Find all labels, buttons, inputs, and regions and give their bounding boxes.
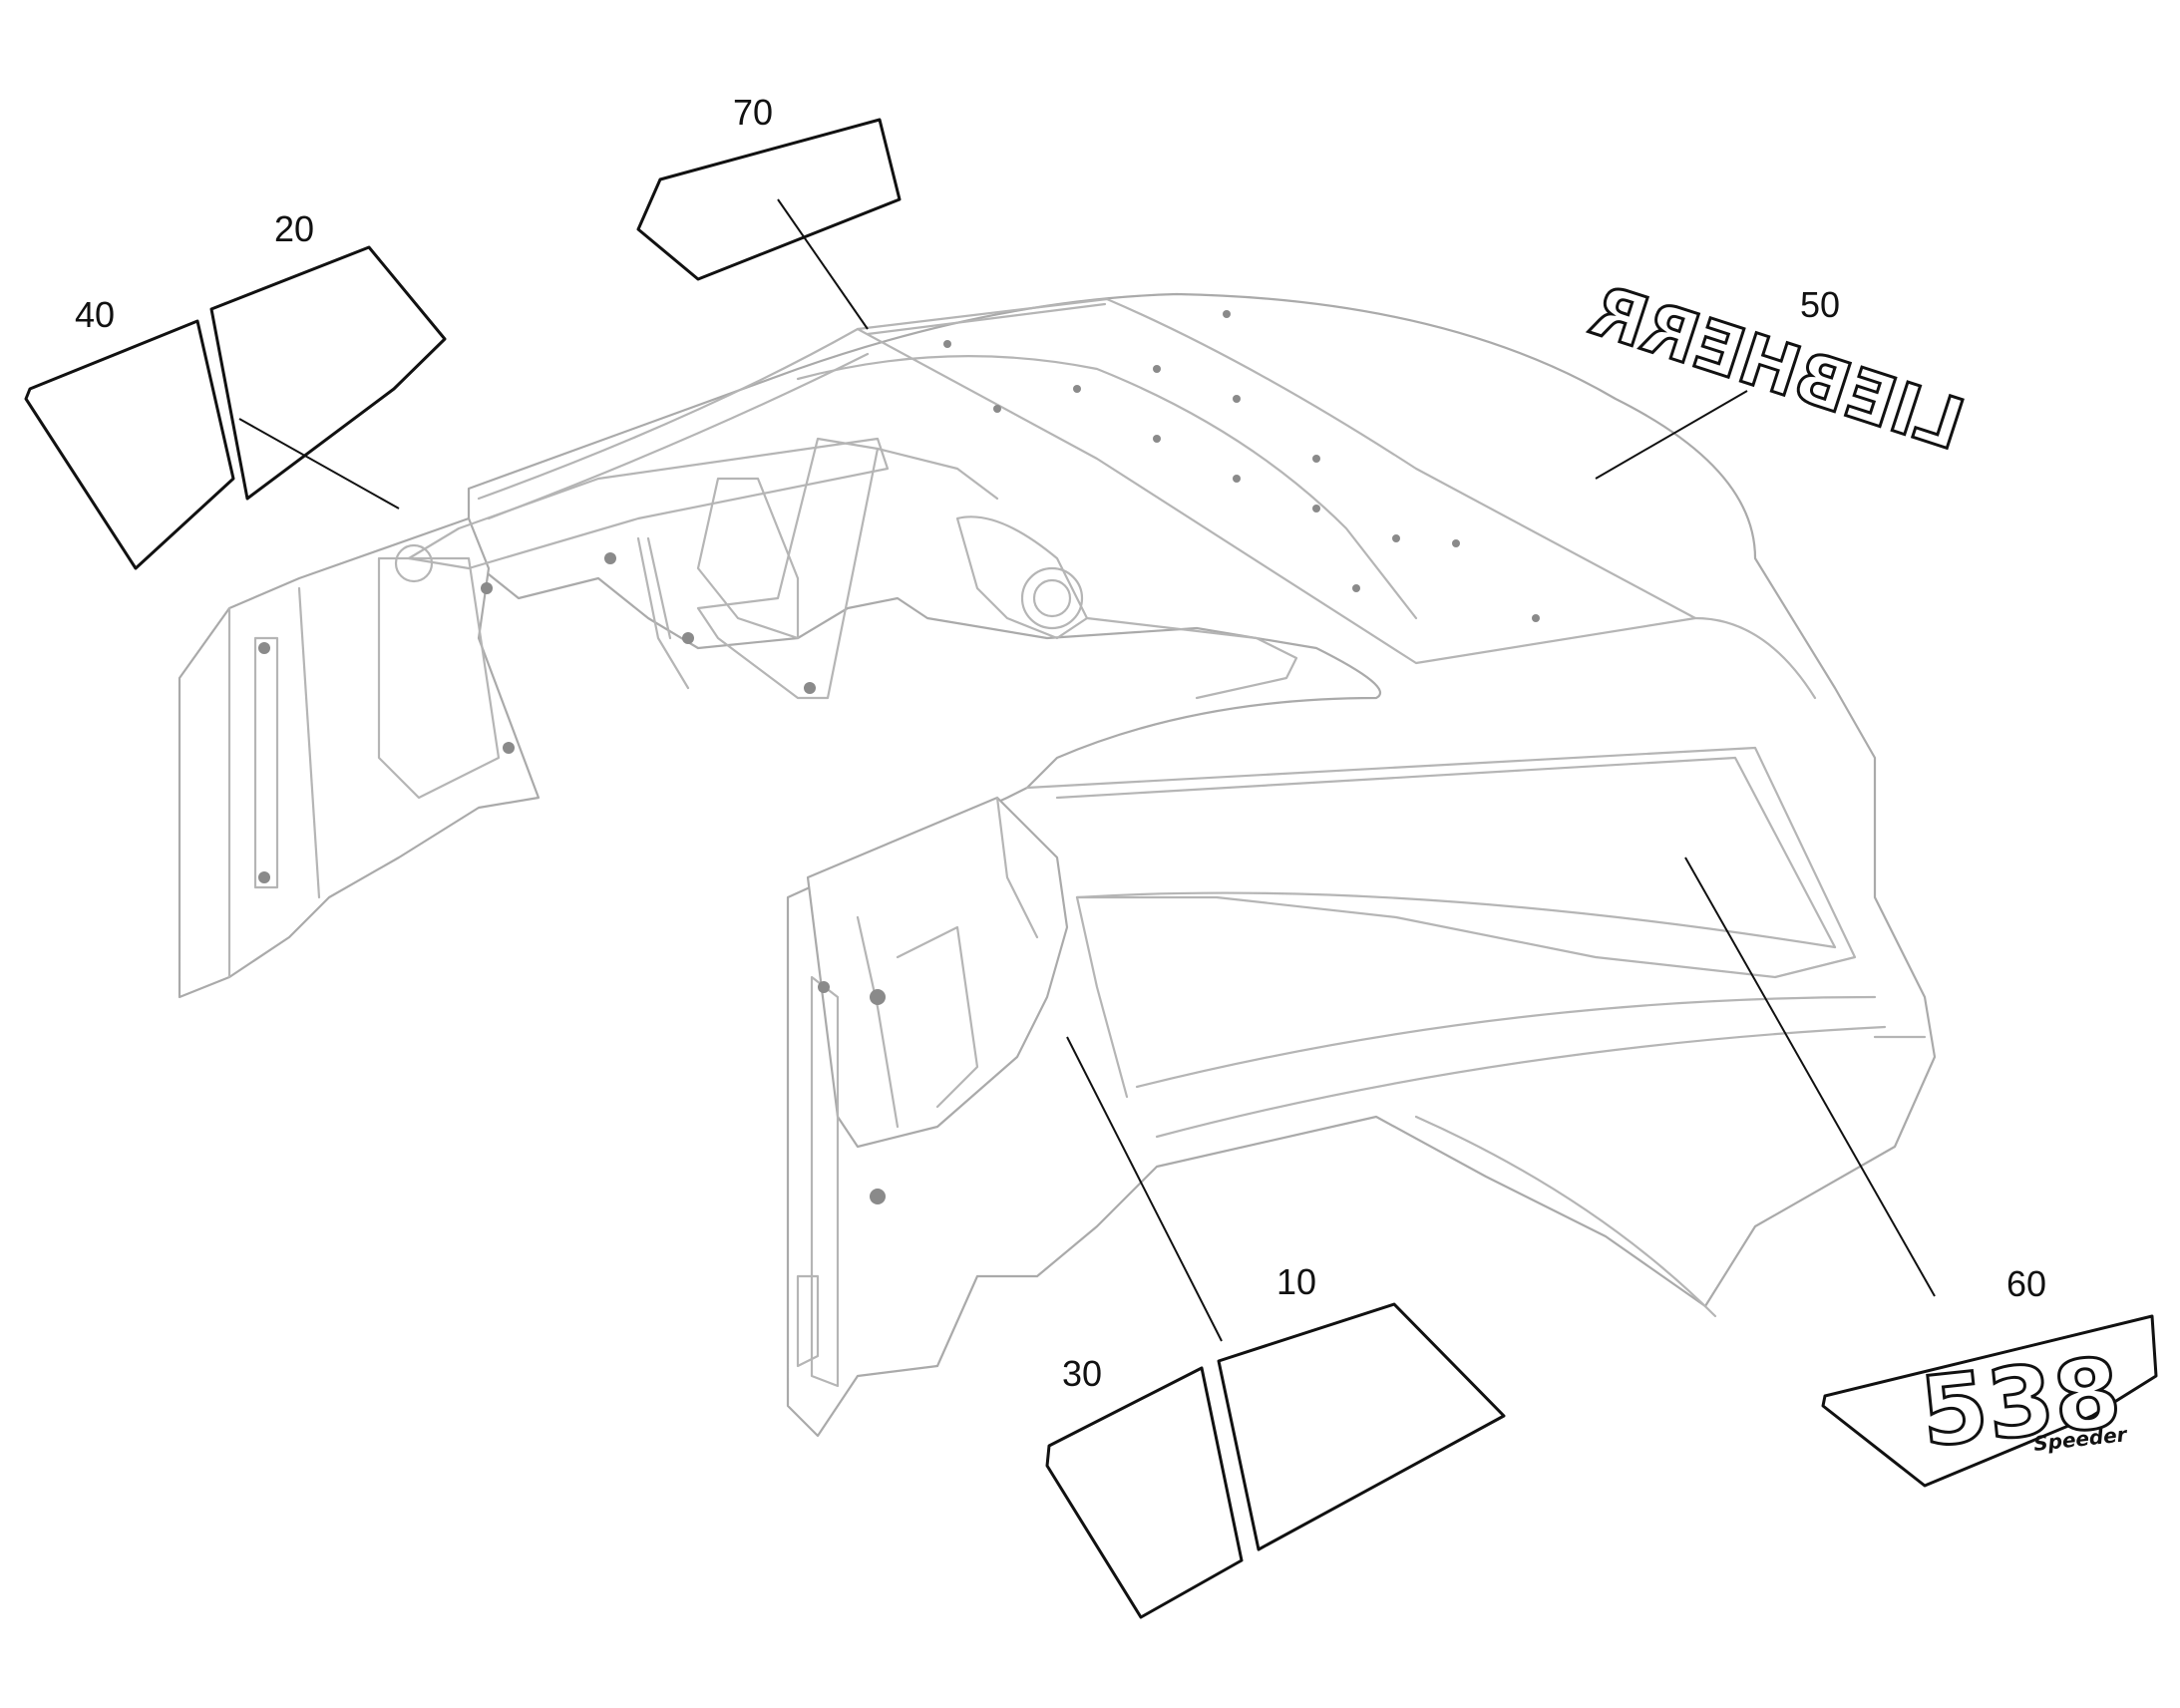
part-10-side-glass (1217, 1302, 1506, 1551)
rear-lamp (955, 515, 1089, 640)
callout-60: 60 (2006, 1263, 2046, 1304)
callout-50: 50 (1800, 284, 1840, 325)
callout-20: 20 (274, 208, 314, 249)
part-30-side-glass (1045, 1366, 1244, 1619)
part-60-model-decal: 538 Speeder (1821, 1314, 2158, 1488)
part-40-side-glass (24, 319, 235, 570)
roof-window (856, 297, 1697, 665)
part-70-roof-glass (636, 118, 902, 281)
leader-20-40 (238, 418, 400, 510)
callout-30: 30 (1062, 1353, 1102, 1394)
cab-roof-shell (467, 292, 1937, 1438)
leader-60 (1684, 856, 1936, 1297)
part-20-side-glass (209, 245, 447, 501)
callout-10: 10 (1276, 1261, 1316, 1302)
gas-strut (636, 536, 690, 690)
leader-10-30 (1066, 1036, 1223, 1342)
callout-40: 40 (75, 294, 115, 335)
leader-70 (777, 198, 869, 330)
right-side-panel (1025, 746, 1857, 979)
cab-body (178, 292, 1937, 1438)
callout-70: 70 (733, 92, 773, 133)
right-front-pillar (806, 796, 1069, 1149)
callout-labels: 70 20 40 50 10 30 60 (75, 92, 2046, 1394)
leader-lines (238, 198, 1936, 1342)
leader-50 (1595, 390, 1748, 480)
model-number: 538 (1916, 1337, 2126, 1469)
hinge-arm (407, 437, 890, 570)
